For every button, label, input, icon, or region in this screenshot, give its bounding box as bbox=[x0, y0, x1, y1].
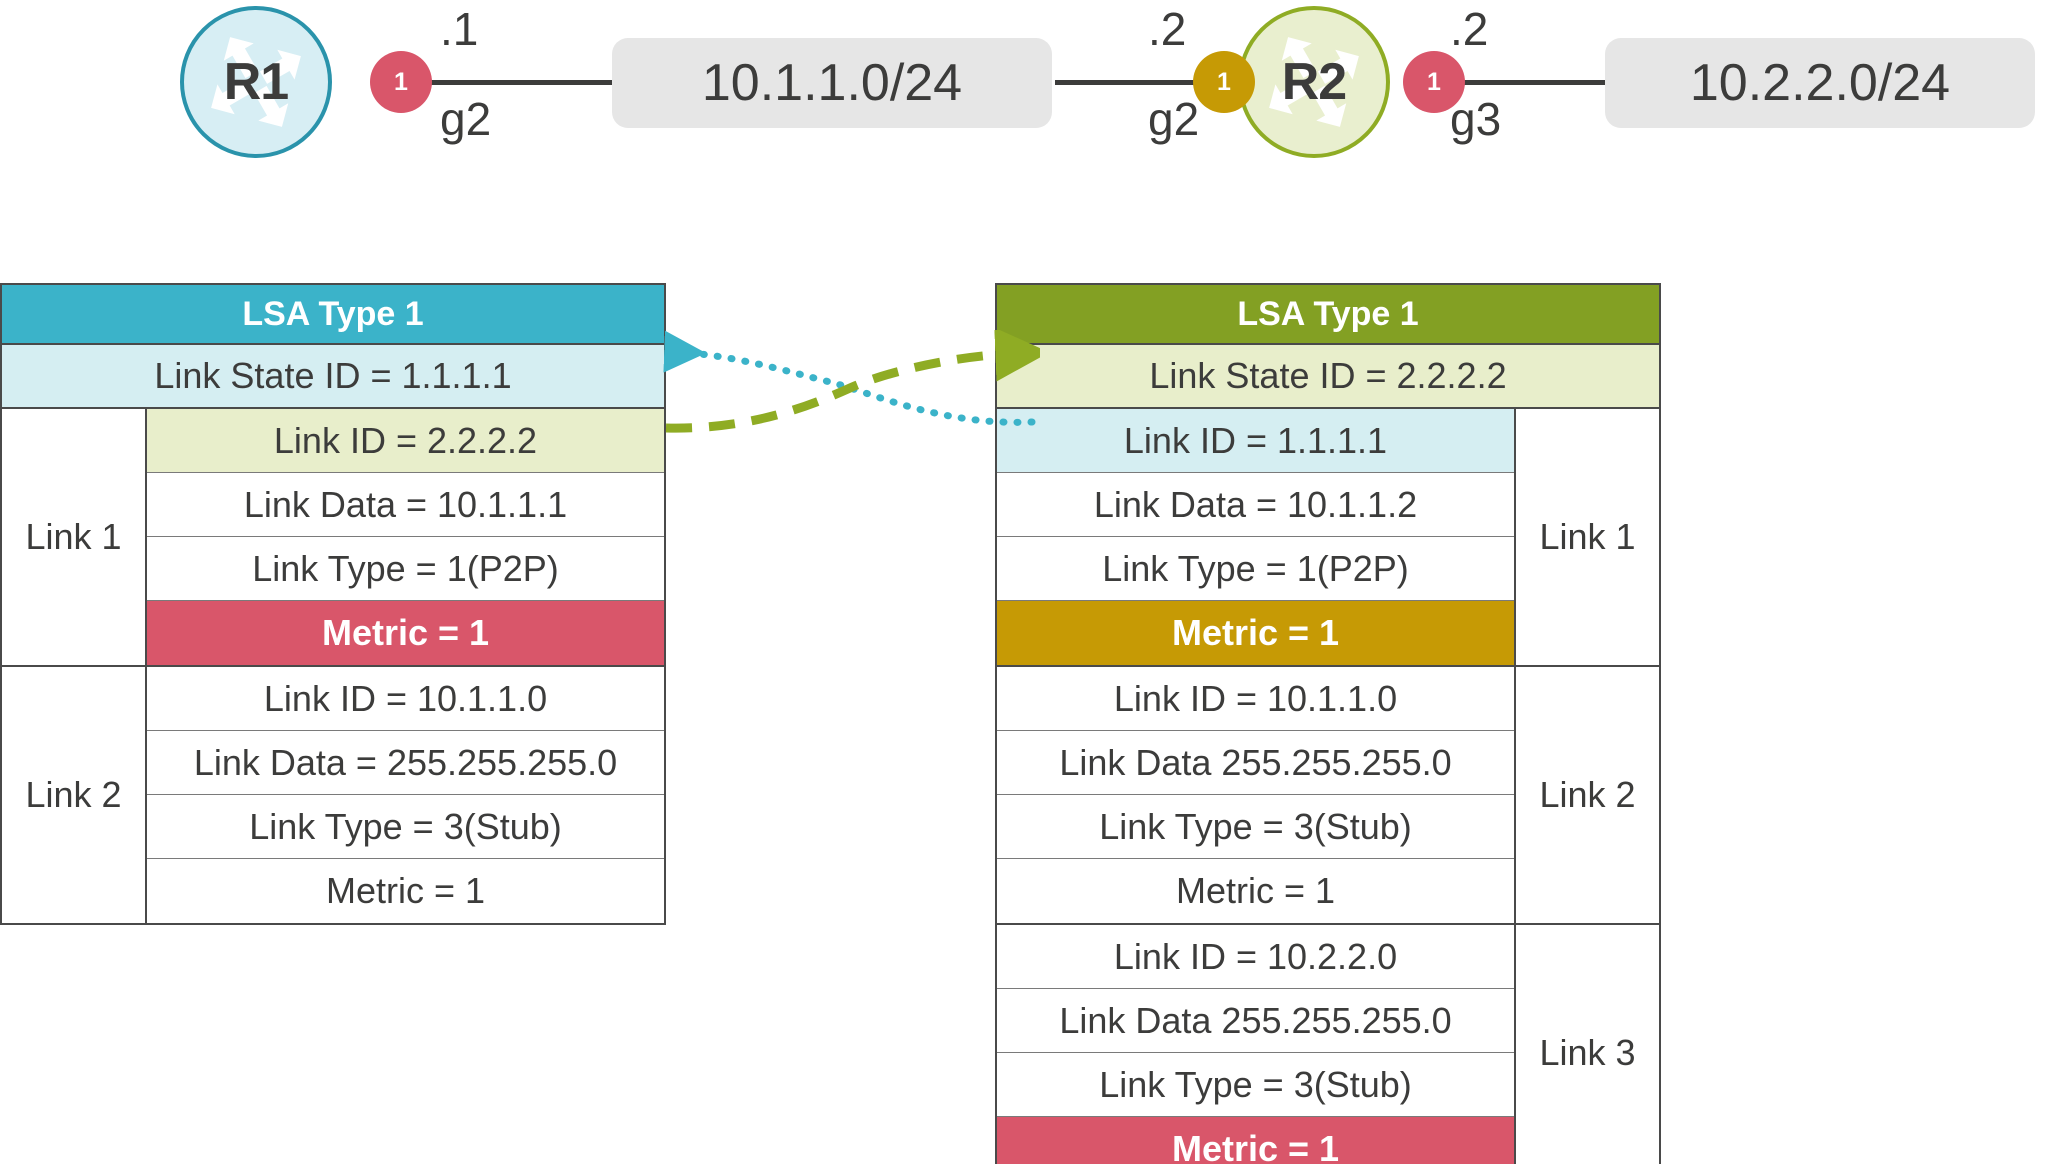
lsa-left-header: LSA Type 1 bbox=[0, 283, 666, 345]
lsa-field-row: Link Type = 1(P2P) bbox=[147, 537, 664, 601]
lsa-field-row: Metric = 1 bbox=[147, 859, 664, 923]
link-group-label: Link 1 bbox=[1514, 409, 1659, 665]
lsa-field-row: Metric = 1 bbox=[997, 601, 1514, 665]
iface-name-r1-g2: g2 bbox=[440, 93, 492, 145]
interface-badge-r2-g2[interactable]: 1 bbox=[1193, 51, 1255, 113]
link-group-label: Link 1 bbox=[2, 409, 147, 665]
lsa-field-row: Link Data 255.255.255.0 bbox=[997, 989, 1514, 1053]
lsa-field-row: Link Type = 3(Stub) bbox=[997, 1053, 1514, 1117]
network-box-10-1-1-0: 10.1.1.0/24 bbox=[612, 38, 1052, 128]
router-r1[interactable]: R1 bbox=[180, 6, 332, 158]
lsa-field-row: Link Data 255.255.255.0 bbox=[997, 731, 1514, 795]
lsa-table-r1: LSA Type 1 Link State ID = 1.1.1.1 Link … bbox=[0, 283, 666, 925]
lsa-field-row: Metric = 1 bbox=[997, 1117, 1514, 1164]
network-topology: R1 R2 1 1 1 .1 g2 .2 g2 .2 g3 10.1.1.0/2… bbox=[0, 0, 2048, 200]
lsa-field-row: Link Type = 3(Stub) bbox=[147, 795, 664, 859]
router-r1-label: R1 bbox=[223, 53, 289, 111]
router-arrows-icon bbox=[1269, 37, 1359, 127]
router-r2-label: R2 bbox=[1281, 53, 1347, 111]
link-net1-to-r2 bbox=[1055, 80, 1235, 85]
lsa-field-row: Link ID = 1.1.1.1 bbox=[997, 409, 1514, 473]
lsa-field-row: Link Type = 1(P2P) bbox=[997, 537, 1514, 601]
interface-badge-r1-g2[interactable]: 1 bbox=[370, 51, 432, 113]
lsa-field-row: Link ID = 10.1.1.0 bbox=[997, 667, 1514, 731]
ip-suffix-r2-g3: .2 bbox=[1450, 3, 1489, 55]
lsa-right-header: LSA Type 1 bbox=[995, 283, 1661, 345]
link-group-label: Link 2 bbox=[1514, 667, 1659, 923]
lsa-field-row: Link ID = 10.1.1.0 bbox=[147, 667, 664, 731]
lsa-field-row: Link Data = 255.255.255.0 bbox=[147, 731, 664, 795]
lsa-field-row: Metric = 1 bbox=[147, 601, 664, 665]
router-r2[interactable]: R2 bbox=[1238, 6, 1390, 158]
link-r1-to-net1 bbox=[425, 80, 615, 85]
network-box-10-2-2-0: 10.2.2.0/24 bbox=[1605, 38, 2035, 128]
lsa-field-row: Link ID = 10.2.2.0 bbox=[997, 925, 1514, 989]
ip-suffix-r1-g2: .1 bbox=[440, 3, 479, 55]
ip-suffix-r2-g2: .2 bbox=[1148, 3, 1187, 55]
lsa-field-row: Link ID = 2.2.2.2 bbox=[147, 409, 664, 473]
lsa-table-r2: LSA Type 1 Link State ID = 2.2.2.2 Link … bbox=[995, 283, 1661, 1164]
lsa-cross-reference-connectors bbox=[663, 330, 1040, 433]
lsa-field-row: Link Data = 10.1.1.1 bbox=[147, 473, 664, 537]
iface-name-r2-g3: g3 bbox=[1450, 93, 1502, 145]
lsa-right-link-state-id: Link State ID = 2.2.2.2 bbox=[995, 345, 1661, 409]
connector-olive-dashed bbox=[665, 330, 1040, 433]
lsa-left-link-state-id: Link State ID = 1.1.1.1 bbox=[0, 345, 666, 409]
link-r2-to-net2 bbox=[1455, 80, 1610, 85]
connector-cyan-dotted bbox=[663, 330, 1036, 426]
interface-badge-r2-g3[interactable]: 1 bbox=[1403, 51, 1465, 113]
iface-name-r2-g2: g2 bbox=[1148, 93, 1200, 145]
link-group-label: Link 2 bbox=[2, 667, 147, 923]
link-group-label: Link 3 bbox=[1514, 925, 1659, 1164]
lsa-field-row: Link Type = 3(Stub) bbox=[997, 795, 1514, 859]
lsa-field-row: Link Data = 10.1.1.2 bbox=[997, 473, 1514, 537]
lsa-field-row: Metric = 1 bbox=[997, 859, 1514, 923]
router-arrows-icon bbox=[211, 37, 301, 127]
